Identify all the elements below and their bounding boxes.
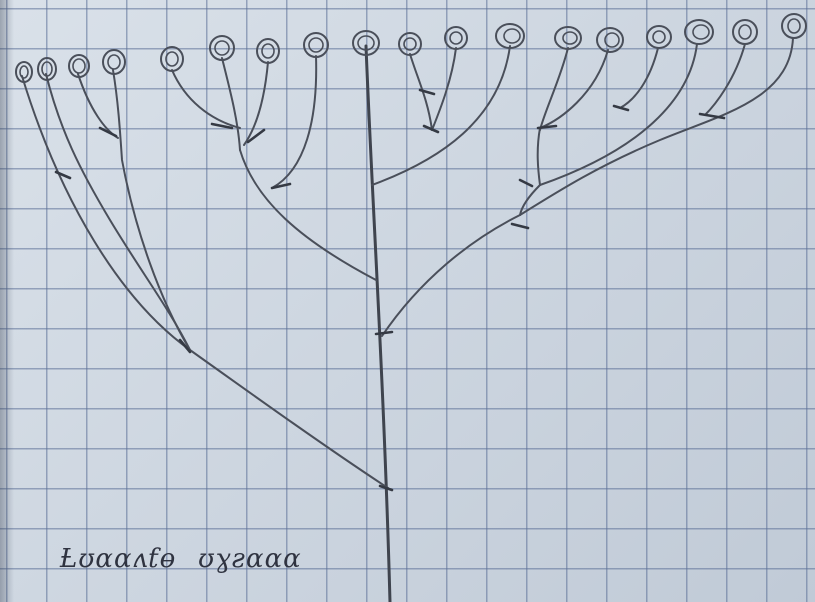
leaf-node (16, 62, 32, 82)
branch-cluster-a5 (240, 150, 376, 280)
branch-left-4 (113, 70, 190, 350)
branch-right-5 (705, 44, 745, 115)
branch-cluster-a3 (244, 62, 268, 145)
branch-right-main (382, 215, 520, 336)
leaf-node (399, 33, 421, 55)
leaf-node (597, 28, 623, 52)
branch-cluster-a1 (172, 70, 240, 128)
branch-tick (512, 224, 528, 228)
branch-tick (520, 180, 532, 186)
leaf-node (38, 58, 56, 80)
leaf-node (647, 26, 671, 48)
leaf-node (304, 33, 328, 57)
branch-left-outer (22, 76, 388, 488)
handwritten-caption-right: ʊɣƨɑɑɑ (198, 544, 302, 574)
leaf-node (782, 14, 806, 38)
branch-cluster-b3 (372, 46, 510, 185)
branch-right-3 (620, 48, 658, 108)
leaf-node (685, 20, 713, 44)
branch-cluster-b2 (432, 48, 456, 130)
leaf-node (733, 20, 757, 44)
branch-right-7 (520, 185, 540, 215)
handwritten-caption-left: Ƚʊɑɑʌƭɵ (60, 544, 176, 574)
tree-trunk (366, 46, 390, 602)
branch-tick (56, 172, 70, 178)
leaf-node (210, 36, 234, 60)
leaf-node (69, 55, 89, 77)
branch-right-1 (540, 48, 568, 130)
leaf-node (496, 24, 524, 48)
branch-left-3 (78, 74, 118, 138)
leaf-node (555, 27, 581, 49)
branch-cluster-a2 (222, 58, 240, 150)
branch-right-6 (520, 38, 793, 215)
branch-right-2 (538, 50, 608, 185)
leaf-node (257, 39, 279, 63)
leaf-node (445, 27, 467, 49)
leaf-node (161, 47, 183, 71)
branch-cluster-a4 (272, 56, 316, 188)
